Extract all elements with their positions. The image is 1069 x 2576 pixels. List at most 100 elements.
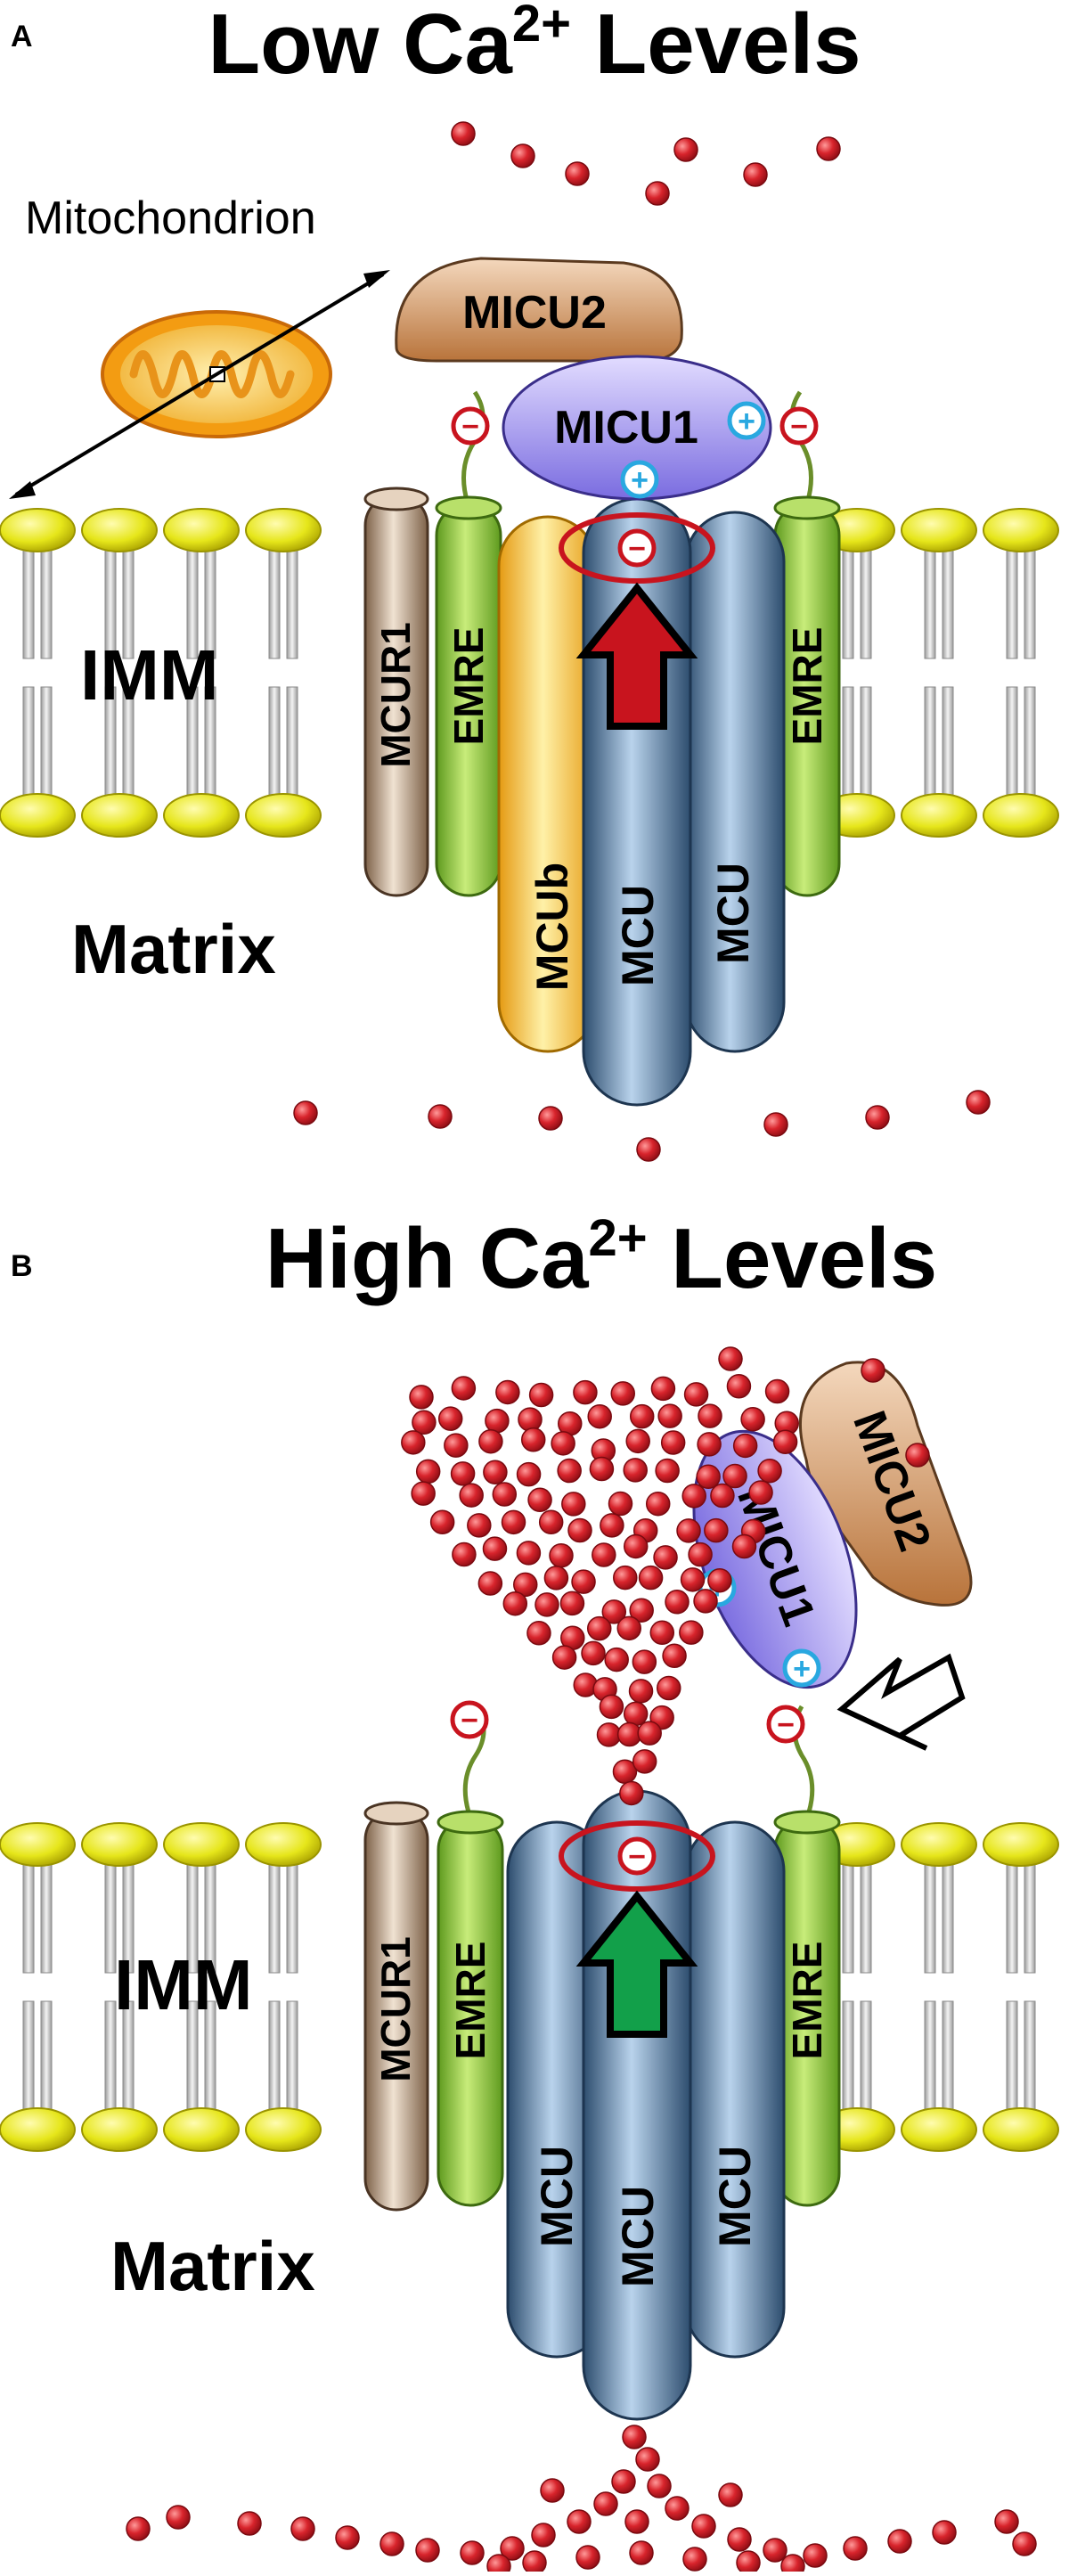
- negative-charge: −: [617, 528, 657, 568]
- calcium-ion: [757, 1458, 782, 1484]
- calcium-ion: [718, 2482, 743, 2507]
- calcium-ion: [763, 1112, 788, 1137]
- calcium-ion: [486, 2554, 511, 2576]
- calcium-ion: [520, 1427, 546, 1452]
- mcur1-protein: MCUR1: [363, 1801, 429, 2212]
- calcium-ion: [611, 2469, 636, 2494]
- calcium-ion: [718, 1346, 743, 1371]
- calcium-ion: [415, 1459, 441, 1484]
- lipid-head: [245, 508, 322, 552]
- negative-charge: −: [451, 406, 490, 446]
- calcium-ion: [565, 161, 590, 186]
- calcium-ion: [623, 1533, 649, 1559]
- calcium-ion: [518, 1407, 543, 1432]
- charge-symbol: −: [461, 410, 479, 444]
- calcium-ion: [551, 1645, 577, 1670]
- calcium-ion: [492, 1482, 518, 1507]
- calcium-ion: [816, 136, 841, 161]
- lipid-tail: [924, 686, 936, 804]
- calcium-ion: [551, 1431, 575, 1456]
- calcium-ion: [676, 1518, 701, 1543]
- panel-title: Low Ca2+ Levels: [208, 0, 861, 92]
- calcium-ion: [697, 1432, 722, 1457]
- emre-right-protein: EMRE: [773, 390, 841, 897]
- calcium-ion: [587, 1403, 612, 1429]
- calcium-ion: [613, 1565, 638, 1591]
- mcu-pore-open: MCU MCU MCU: [506, 1789, 786, 2421]
- calcium-ion: [673, 137, 698, 162]
- lipid-tail: [268, 686, 281, 804]
- lipid-tail: [268, 542, 281, 659]
- mcu-label: MCU: [613, 2186, 663, 2287]
- lipid-head: [81, 793, 158, 838]
- calcium-ion: [477, 1571, 503, 1596]
- lipid-tail: [22, 686, 35, 804]
- lipid-tail: [1006, 686, 1018, 804]
- calcium-ion: [557, 1458, 582, 1484]
- lipid-tail: [22, 542, 35, 659]
- calcium-ion: [516, 1541, 542, 1566]
- panel-title: High Ca2+ Levels: [265, 1209, 937, 1306]
- lipid-tail: [842, 542, 854, 659]
- negative-charge: −: [617, 1836, 657, 1876]
- lipid-head: [901, 793, 977, 838]
- calcium-ion: [415, 2538, 440, 2563]
- calcium-ion: [656, 1675, 681, 1701]
- lipid-tail: [1006, 1856, 1018, 1974]
- calcium-ion: [665, 1590, 690, 1615]
- lipid-tail: [1024, 1856, 1036, 1974]
- calcium-ion: [561, 1492, 586, 1517]
- calcium-ion: [450, 1461, 476, 1486]
- lipid-tail: [1024, 2000, 1036, 2118]
- lipid-tail: [942, 542, 954, 659]
- calcium-ion: [608, 1491, 633, 1517]
- calcium-ion: [628, 1679, 654, 1704]
- calcium-ion: [540, 2478, 565, 2503]
- calcium-ion: [622, 2425, 647, 2449]
- emre-left-label: EMRE: [445, 627, 492, 746]
- charge-markers: −−++−: [451, 401, 819, 568]
- calcium-ion: [645, 1491, 671, 1517]
- lipid-tail: [286, 2000, 298, 2118]
- lipid-tail: [842, 1856, 854, 1974]
- calcium-flux-arrow: [575, 1890, 698, 2038]
- calcium-ion: [571, 1569, 596, 1594]
- calcium-ion: [649, 1620, 675, 1646]
- mcu-label: MCU: [710, 2146, 760, 2247]
- lipid-tail: [286, 686, 298, 804]
- calcium-ion: [335, 2525, 360, 2550]
- calcium-ion: [764, 1378, 790, 1404]
- calcium-ion: [482, 1536, 508, 1561]
- lipid-tail: [924, 2000, 936, 2118]
- calcium-ion: [887, 2529, 912, 2554]
- calcium-ion: [600, 1513, 624, 1538]
- lipid-tail: [286, 542, 298, 659]
- calcium-ion: [459, 1483, 484, 1508]
- calcium-ion: [780, 2554, 805, 2576]
- calcium-ion: [865, 1105, 890, 1130]
- calcium-ion: [452, 1542, 477, 1567]
- calcium-ion: [625, 1428, 650, 1454]
- calcium-ion: [522, 2550, 547, 2575]
- calcium-ion: [680, 1567, 706, 1592]
- positive-charge: +: [782, 1648, 821, 1688]
- charge-symbol: −: [777, 1708, 795, 1742]
- lipid-tail: [924, 542, 936, 659]
- calcium-ion: [736, 2550, 761, 2575]
- positive-charge: +: [727, 401, 766, 440]
- calcium-ion: [679, 1620, 704, 1645]
- charge-symbol: −: [628, 1840, 646, 1874]
- calcium-ion: [126, 2516, 151, 2541]
- calcium-ion: [538, 1509, 564, 1535]
- mcu-label: MCU: [532, 2146, 582, 2247]
- panel-a: A Low Ca2+ Levels Mitochondrion IMM Matr…: [0, 0, 1059, 1162]
- matrix-label: Matrix: [71, 910, 276, 988]
- lipid-head: [901, 508, 977, 552]
- calcium-ion: [638, 1565, 664, 1591]
- calcium-ion: [623, 1458, 648, 1483]
- calcium-ion: [682, 2547, 707, 2572]
- calcium-ion: [581, 1640, 606, 1666]
- calcium-ion: [698, 1403, 722, 1428]
- charge-symbol: −: [628, 532, 646, 566]
